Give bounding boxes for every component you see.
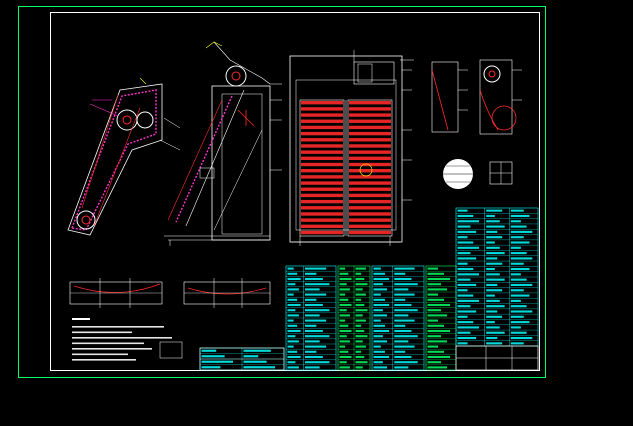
section-circle-detail (443, 159, 513, 189)
parts-list-table-upper (455, 207, 539, 347)
parts-list-table-1 (285, 265, 337, 371)
detail-view-b (479, 59, 522, 135)
plan-view-left (69, 278, 163, 308)
notes-small-table (159, 341, 183, 359)
drive-sprocket (116, 109, 138, 131)
parts-list-table-4 (425, 265, 457, 371)
frame-side-view (164, 41, 282, 246)
parts-list-table-2 (337, 265, 371, 371)
head-sprocket (225, 65, 247, 87)
title-block (199, 345, 539, 371)
outer-frame (18, 6, 546, 378)
gear-detail (483, 65, 501, 83)
screen-panel-left (299, 99, 345, 237)
detail-view-a (431, 61, 468, 133)
parts-list-table-3 (371, 265, 425, 371)
front-view (289, 50, 414, 246)
drive-motor (353, 61, 395, 85)
lower-sprocket (76, 210, 96, 230)
plan-view-right (183, 278, 271, 308)
screen-panel-right (347, 99, 393, 237)
technical-notes (72, 318, 172, 361)
driven-sprocket (136, 111, 154, 129)
inner-border (50, 12, 540, 371)
side-elevation-view (67, 77, 181, 236)
